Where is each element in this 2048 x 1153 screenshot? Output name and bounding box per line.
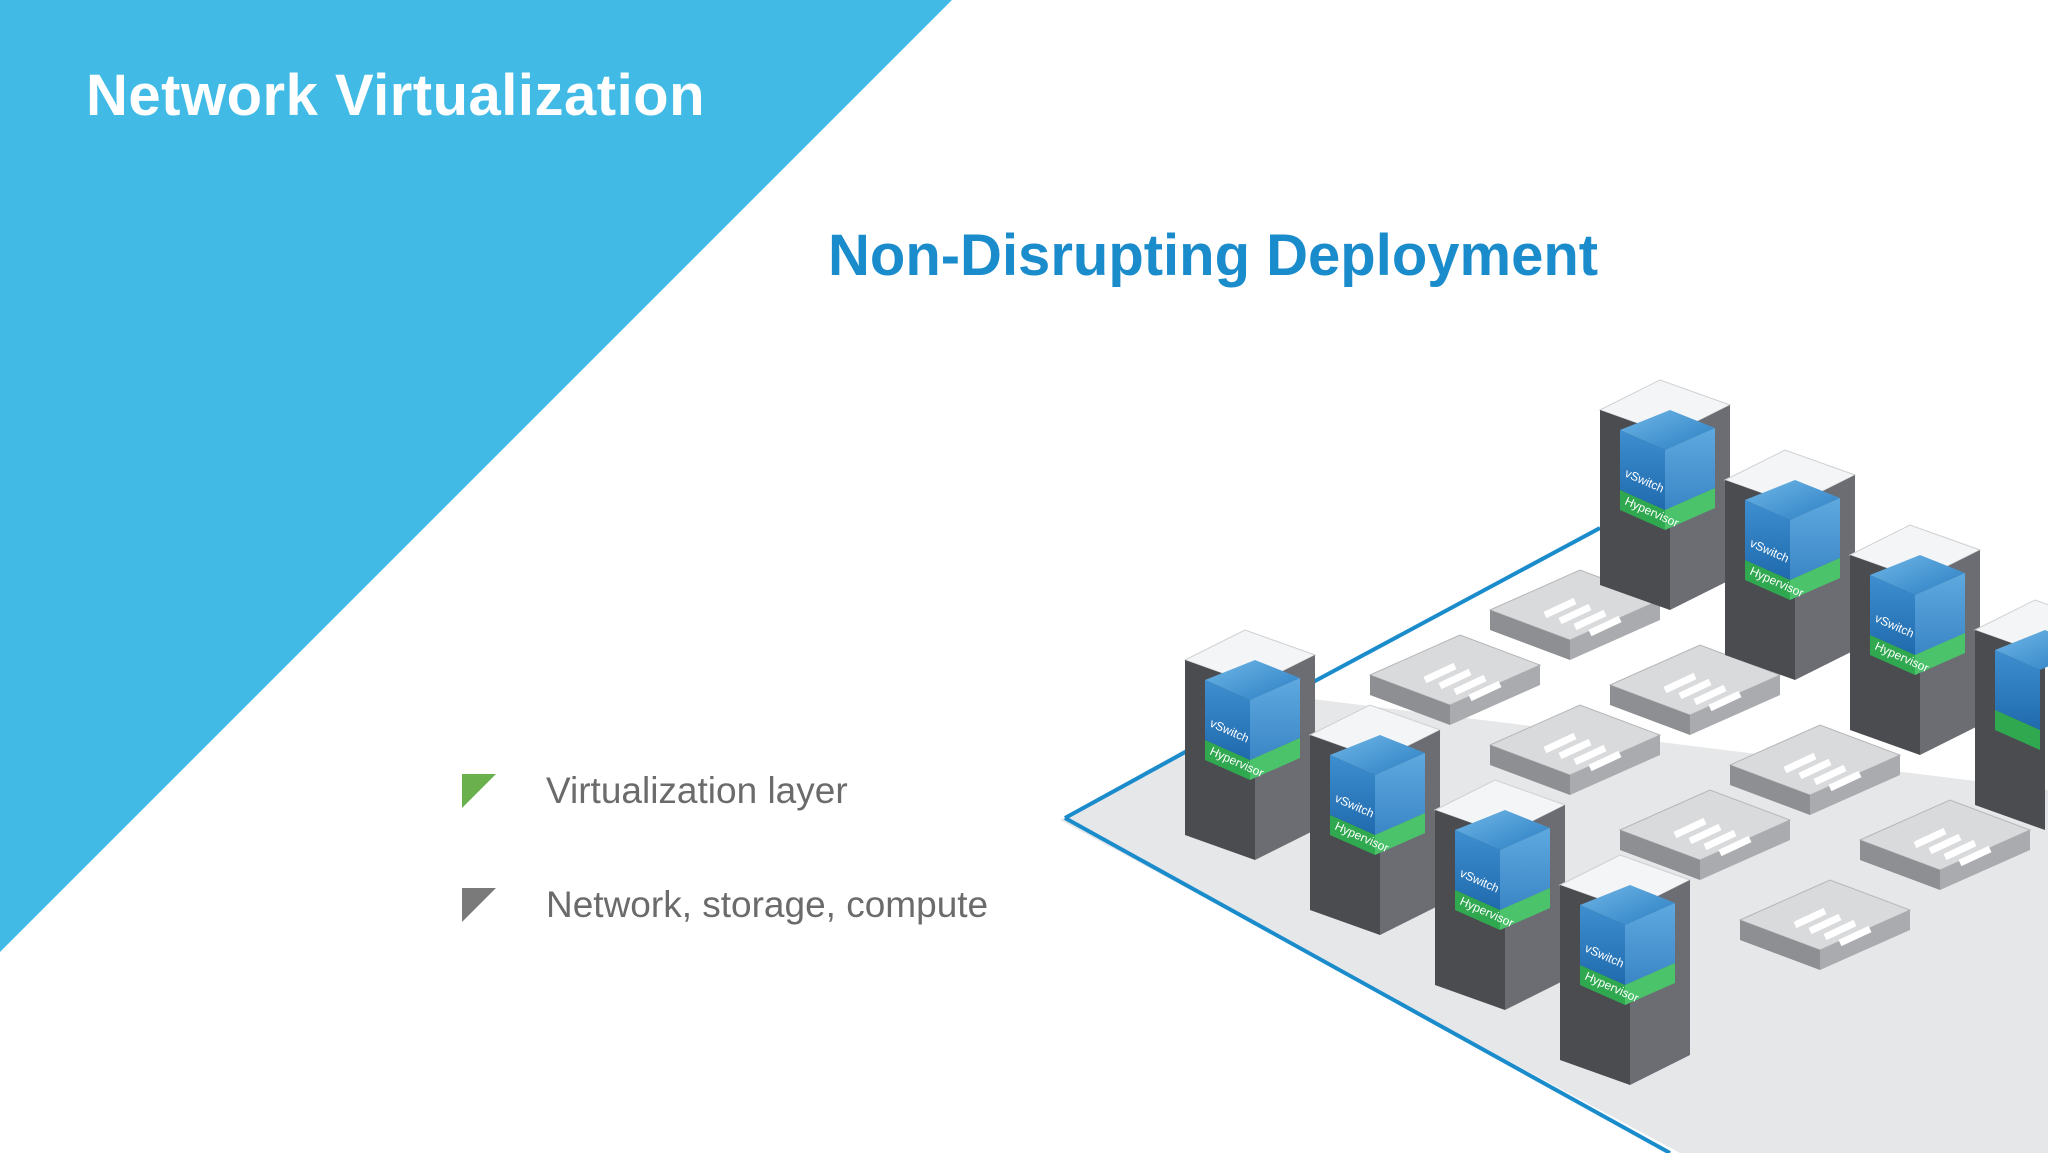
datacenter-illustration: vSwitch Hypervisor vSwitch Hypervisor vS… (1060, 379, 2048, 1153)
bullet-list: Virtualization layer Network, storage, c… (462, 770, 988, 998)
bullet-item-network-storage-compute: Network, storage, compute (462, 884, 988, 998)
bullet-item-virtualization-layer: Virtualization layer (462, 770, 988, 884)
bullet-text: Virtualization layer (546, 770, 848, 811)
gray-triangle-bullet-icon (462, 888, 496, 922)
green-triangle-bullet-icon (462, 774, 496, 808)
slide-title: Network Virtualization (86, 63, 706, 128)
bullet-text: Network, storage, compute (546, 884, 989, 925)
switch-row (1368, 569, 2032, 970)
slide-subtitle: Non-Disrupting Deployment (828, 223, 1599, 288)
server-stacks: vSwitch Hypervisor vSwitch Hypervisor vS… (1183, 379, 2048, 1085)
